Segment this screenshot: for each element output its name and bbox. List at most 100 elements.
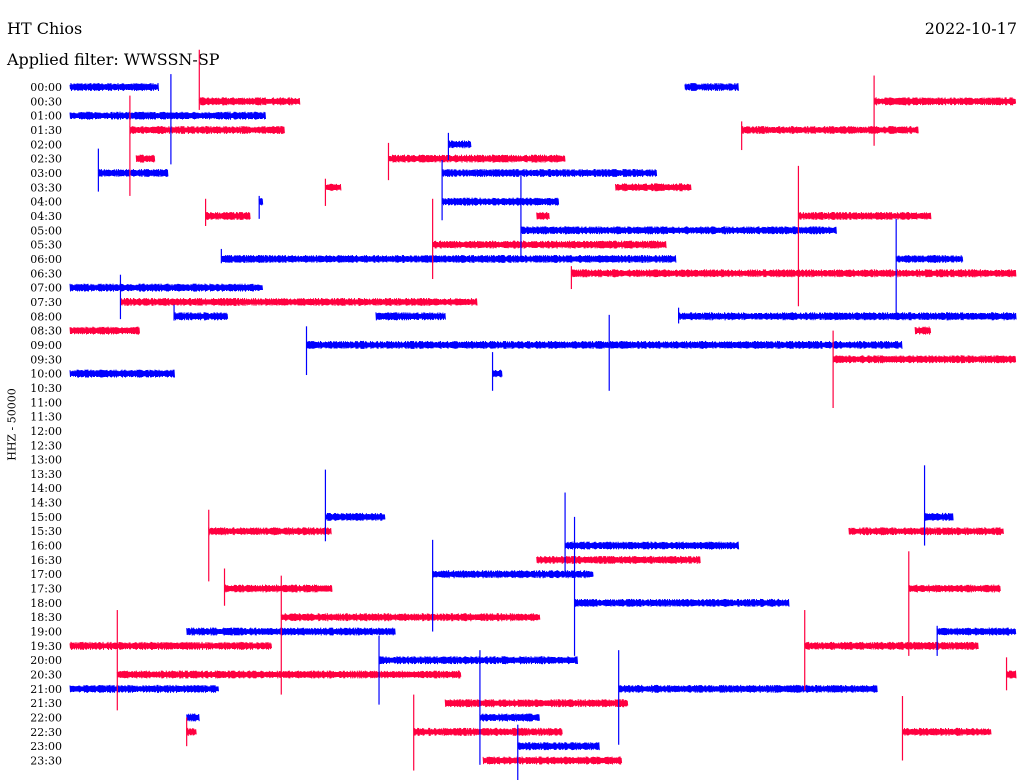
trace-segment: [574, 598, 790, 607]
trace-segment: [444, 699, 629, 708]
trace-segment: [895, 254, 964, 263]
trace-segment: [97, 168, 169, 178]
y-tick-label: 19:00: [30, 626, 62, 639]
trace-segment: [69, 641, 272, 650]
y-tick-label: 12:00: [30, 425, 62, 438]
y-tick-label: 04:00: [30, 196, 62, 209]
trace-segment: [205, 211, 251, 220]
y-tick-label: 03:00: [30, 167, 62, 180]
y-tick-label: 23:30: [30, 755, 62, 768]
trace-segment: [413, 727, 563, 736]
trace-segment: [482, 756, 623, 765]
trace-segment: [618, 684, 878, 693]
trace-segment: [804, 641, 979, 650]
trace-segment: [615, 183, 692, 192]
y-tick-label: 21:30: [30, 697, 62, 710]
y-tick-label: 09:00: [30, 339, 62, 352]
y-tick-label: 13:00: [30, 454, 62, 467]
trace-segment: [208, 527, 332, 536]
trace-segment: [902, 727, 992, 736]
y-tick-label: 18:30: [30, 611, 62, 624]
y-tick-label: 14:00: [30, 482, 62, 495]
trace-segment: [432, 570, 594, 579]
y-tick-label: 11:30: [30, 411, 62, 424]
trace-segment: [388, 154, 566, 163]
y-tick-label: 22:00: [30, 712, 62, 725]
y-tick-label: 20:30: [30, 669, 62, 682]
trace-segment: [120, 297, 478, 306]
trace-segment: [173, 312, 229, 321]
trace-segment: [69, 369, 175, 378]
y-tick-label: 20:00: [30, 654, 62, 667]
y-tick-label: 06:00: [30, 253, 62, 266]
trace-segment: [69, 684, 219, 693]
filter-label: Applied filter: WWSSN-SP: [7, 50, 220, 69]
trace-segment: [280, 613, 541, 622]
y-tick-label: 13:30: [30, 468, 62, 481]
y-tick-label: 00:30: [30, 95, 62, 108]
trace-segment: [186, 627, 396, 636]
y-tick-label: 01:30: [30, 124, 62, 137]
y-tick-label: 14:30: [30, 497, 62, 510]
y-tick-label: 05:30: [30, 239, 62, 252]
trace-segment: [224, 584, 333, 593]
trace-segment: [564, 541, 740, 550]
y-tick-label: 15:30: [30, 525, 62, 538]
trace-segment: [306, 340, 903, 349]
date-label: 2022-10-17: [924, 19, 1017, 38]
trace-segment: [908, 584, 1001, 593]
y-tick-label: 08:00: [30, 310, 62, 323]
trace-segment: [69, 283, 263, 292]
y-tick-label: 12:30: [30, 439, 62, 452]
y-tick-label: 08:30: [30, 325, 62, 338]
trace-segment: [432, 240, 667, 249]
trace-segment: [220, 254, 677, 264]
trace-segment: [324, 512, 386, 521]
trace-segment: [378, 656, 578, 665]
trace-segment: [69, 326, 140, 335]
trace-segment: [1006, 670, 1017, 679]
y-tick-label: 02:00: [30, 138, 62, 151]
trace-segment: [520, 226, 837, 235]
trace-segment: [848, 527, 1004, 536]
trace-segment: [924, 512, 954, 521]
y-tick-label: 02:30: [30, 153, 62, 166]
trace-segment: [536, 211, 550, 220]
trace-segment: [198, 97, 301, 106]
trace-segment: [936, 627, 1017, 636]
trace-segment: [678, 312, 1017, 321]
y-tick-label: 23:00: [30, 740, 62, 753]
station-title: HT Chios: [7, 19, 83, 38]
y-tick-label: 07:30: [30, 296, 62, 309]
trace-segment: [186, 727, 197, 736]
y-tick-label: 05:00: [30, 224, 62, 237]
trace-segment: [447, 140, 472, 149]
trace-segment: [684, 83, 739, 91]
trace-segment: [324, 183, 342, 191]
y-tick-label: 22:30: [30, 726, 62, 739]
trace-segment: [441, 168, 658, 178]
trace-segment: [492, 369, 503, 378]
trace-segment: [441, 197, 560, 206]
trace-segment: [479, 713, 540, 722]
y-tick-label: 18:00: [30, 597, 62, 610]
y-tick-label: 15:00: [30, 511, 62, 524]
trace-segment: [741, 125, 919, 135]
y-tick-label: 21:00: [30, 683, 62, 696]
y-tick-label: 04:30: [30, 210, 62, 223]
trace-segment: [69, 82, 159, 92]
y-tick-label: 10:00: [30, 368, 62, 381]
trace-segment: [517, 742, 600, 751]
trace-segment: [375, 312, 446, 321]
y-tick-label: 07:00: [30, 282, 62, 295]
trace-segment: [135, 154, 156, 163]
y-tick-label: 16:30: [30, 554, 62, 567]
trace-segment: [186, 713, 200, 722]
y-tick-label: 17:30: [30, 583, 62, 596]
y-tick-label: 06:30: [30, 267, 62, 280]
trace-segment: [536, 555, 701, 564]
trace-segment: [129, 125, 285, 135]
trace-segment: [797, 211, 932, 221]
y-tick-label: 01:00: [30, 110, 62, 123]
y-tick-label: 19:30: [30, 640, 62, 653]
